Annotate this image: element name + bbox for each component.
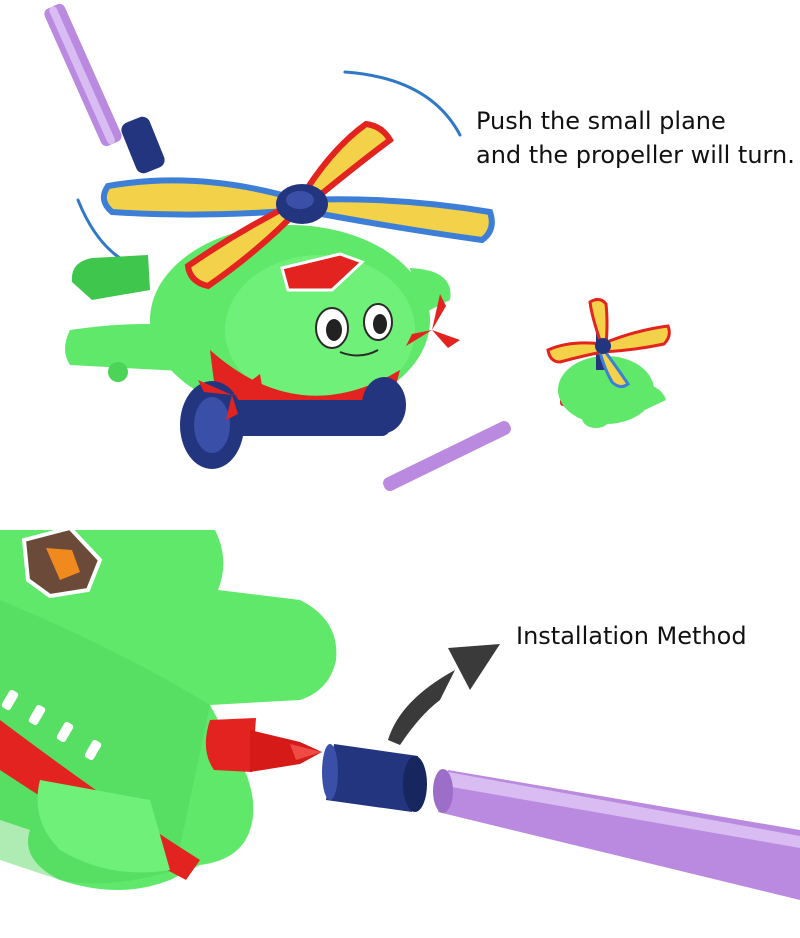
fuselage-slots	[1, 689, 102, 761]
motion-arc	[343, 70, 462, 137]
push-caption: Push the small plane and the propeller w…	[476, 104, 795, 172]
wing-sticker	[280, 252, 365, 292]
wheel	[362, 377, 406, 433]
plane-face	[315, 303, 393, 357]
purple-handle-tube	[433, 769, 800, 900]
push-caption-line-1: Push the small plane	[476, 107, 726, 135]
push-plane-small	[383, 297, 671, 491]
navy-end-cap	[322, 744, 427, 812]
side-propeller	[198, 294, 460, 420]
push-handle	[44, 3, 165, 174]
push-caption-line-2: and the propeller will turn.	[476, 141, 795, 169]
push-plane-main	[44, 3, 495, 469]
red-connector	[205, 718, 322, 772]
curved-arrow-icon	[388, 644, 500, 745]
installation-closeup	[0, 525, 800, 900]
installation-caption: Installation Method	[516, 622, 747, 650]
main-propeller	[100, 120, 495, 290]
